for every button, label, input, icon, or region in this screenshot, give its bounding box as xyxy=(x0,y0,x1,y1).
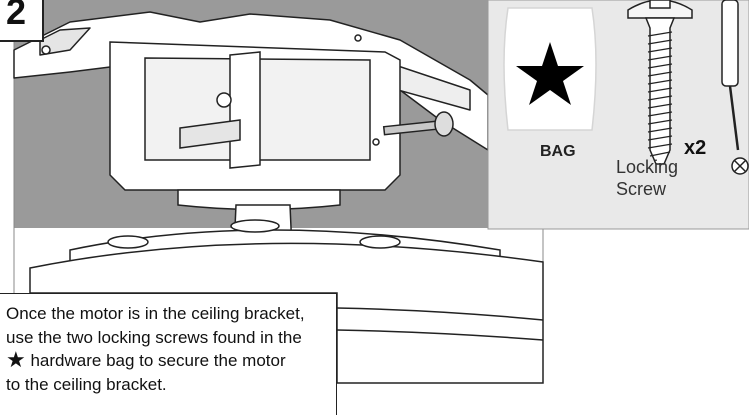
hanger-box xyxy=(109,41,401,191)
instruction-line-3: ★ hardware bag to secure the motor xyxy=(6,349,328,373)
instruction-caption: Once the motor is in the ceiling bracket… xyxy=(0,293,337,415)
locking-screw-label-line1: Locking xyxy=(616,157,679,177)
instruction-line-1: Once the motor is in the ceiling bracket… xyxy=(6,304,305,323)
step-number: 2 xyxy=(6,0,27,32)
installed-locking-screw xyxy=(382,111,454,137)
motor-housing xyxy=(29,219,544,384)
screwdriver-icon xyxy=(721,0,749,175)
instruction-line-2: use the two locking screws found in the xyxy=(6,327,302,347)
star-icon xyxy=(516,42,584,105)
instruction-line-3-text: hardware bag to secure the motor xyxy=(30,351,286,370)
instruction-line-4: to the ceiling bracket. xyxy=(6,374,167,394)
locking-screw-illustration xyxy=(627,0,693,165)
screw-threads xyxy=(647,31,673,157)
locking-screw-label-line2: Screw xyxy=(616,179,667,199)
locking-screw-label: Locking Screw xyxy=(616,156,696,200)
hardware-bag xyxy=(503,7,597,131)
step-number-box: 2 xyxy=(0,0,44,42)
star-icon: ★ xyxy=(6,347,26,372)
screw-quantity: x2 xyxy=(684,137,707,159)
bag-label: BAG xyxy=(540,143,576,160)
